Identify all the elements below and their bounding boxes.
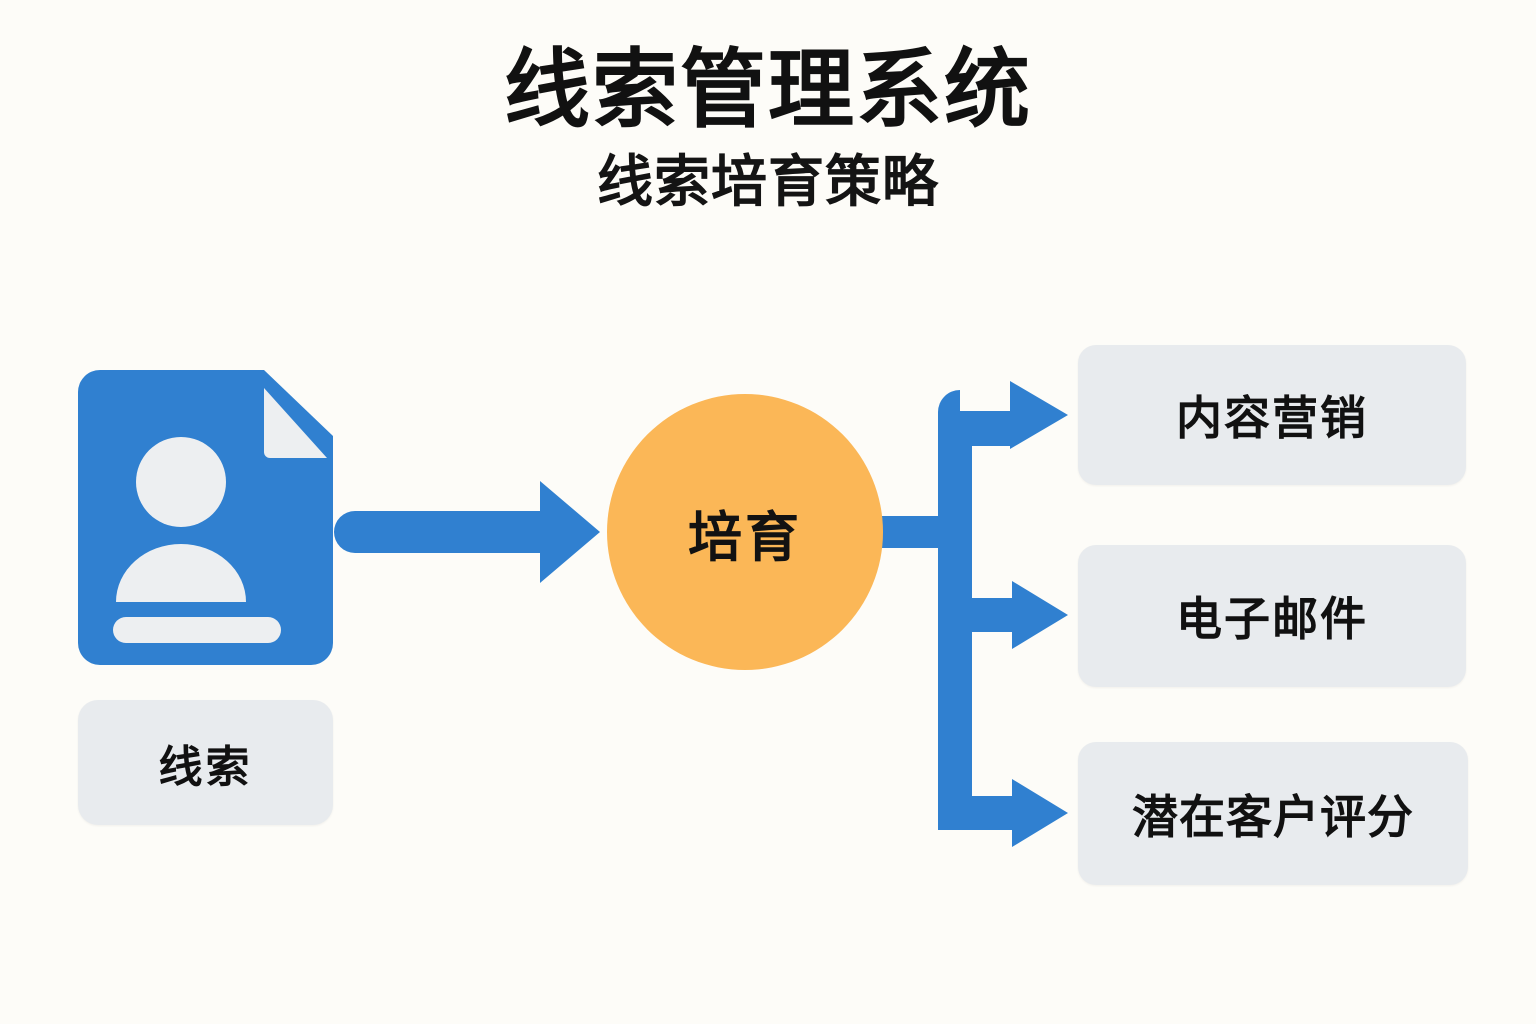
page-title: 线索管理系统 xyxy=(504,42,1032,138)
branch-trunk xyxy=(878,411,972,800)
lead-icon-card xyxy=(78,370,333,665)
strategy-label-2: 电子邮件 xyxy=(1176,593,1368,645)
arrow-branch-content-marketing xyxy=(938,381,1068,449)
nurture-label: 培育 xyxy=(688,507,802,568)
strategy-chip-lead-scoring[interactable]: 潜在客户评分 xyxy=(1078,742,1468,885)
lead-label-chip[interactable]: 线索 xyxy=(78,700,333,825)
contact-document-icon xyxy=(78,370,333,665)
strategy-chip-email[interactable]: 电子邮件 xyxy=(1078,545,1466,687)
page-subtitle: 线索培育策略 xyxy=(597,150,939,214)
arrow-lead-to-nurture xyxy=(334,481,600,583)
header: 线索管理系统 线索培育策略 xyxy=(0,42,1536,215)
strategy-label-3: 潜在客户评分 xyxy=(1132,790,1414,843)
nurture-node[interactable]: 培育 xyxy=(607,394,883,670)
arrow-branch-email xyxy=(938,581,1068,649)
strategy-chip-content-marketing[interactable]: 内容营销 xyxy=(1078,345,1466,485)
arrow-branch-lead-scoring xyxy=(938,779,1068,847)
strategy-label-1: 内容营销 xyxy=(1176,392,1368,444)
lead-label-text: 线索 xyxy=(158,742,253,792)
